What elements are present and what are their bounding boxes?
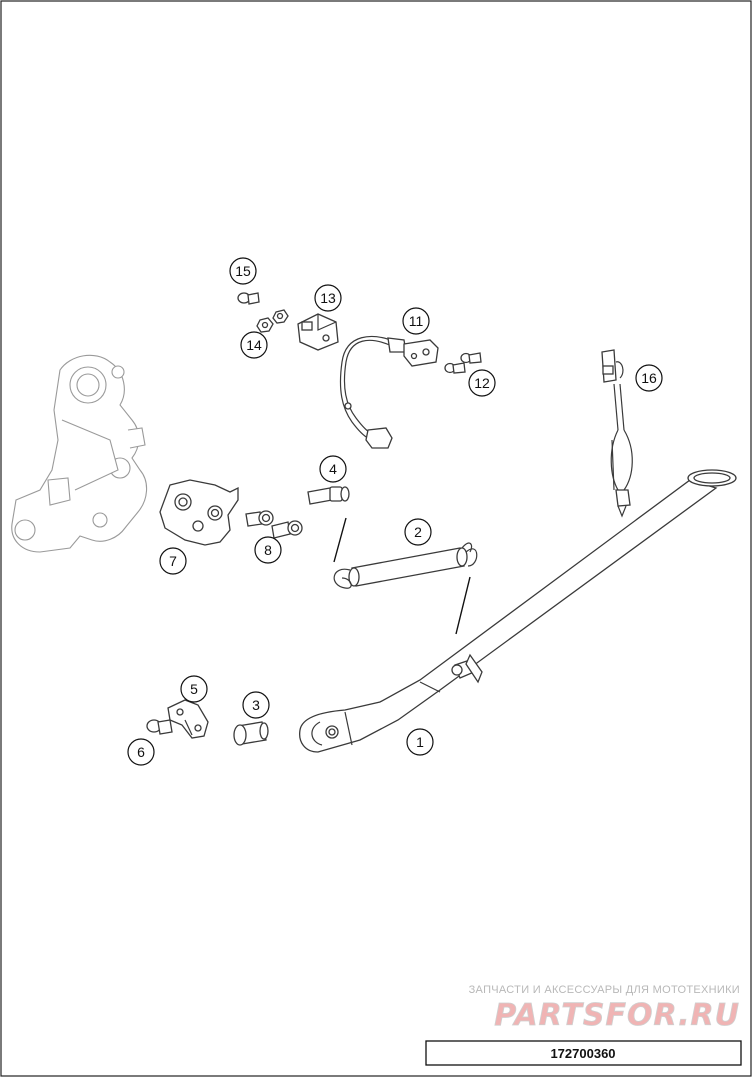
callout-6: 6 [127, 738, 155, 766]
part-6-screw [146, 719, 173, 735]
callout-1-label: 1 [416, 734, 424, 750]
part-13-switch [297, 313, 339, 351]
callout-15: 15 [229, 257, 257, 285]
callout-3-label: 3 [252, 697, 260, 713]
watermark-caption: ЗАПЧАСТИ И АКСЕССУАРЫ ДЛЯ МОТОТЕХНИКИ [469, 984, 740, 996]
callout-7: 7 [159, 547, 187, 575]
callout-11: 11 [402, 307, 430, 335]
part-14-nuts [256, 309, 289, 333]
callout-2: 2 [404, 518, 432, 546]
part-2-spring [333, 542, 478, 589]
part-8-screws [245, 510, 303, 539]
frame-section [11, 354, 148, 553]
part-15-screw [237, 292, 260, 305]
callout-15-label: 15 [235, 263, 251, 279]
part-11-switch-cable [339, 335, 439, 449]
part-5-bracket [167, 699, 209, 739]
doc-number-box: 172700360 [425, 1040, 742, 1066]
callout-13: 13 [314, 284, 342, 312]
doc-number: 172700360 [550, 1046, 615, 1061]
callout-5: 5 [180, 675, 208, 703]
part-16-strap [601, 349, 633, 518]
callout-14: 14 [240, 331, 268, 359]
callout-12: 12 [468, 369, 496, 397]
callout-8-label: 8 [264, 542, 272, 558]
watermark: ЗАПЧАСТИ И АКСЕССУАРЫ ДЛЯ МОТОТЕХНИКИ PA… [469, 984, 740, 1033]
part-3-bushing [233, 721, 269, 746]
callout-2-label: 2 [414, 524, 422, 540]
callout-16: 16 [635, 364, 663, 392]
callout-1: 1 [406, 728, 434, 756]
callout-16-label: 16 [641, 370, 657, 386]
callout-4-label: 4 [329, 461, 337, 477]
callout-6-label: 6 [137, 744, 145, 760]
part-7-bracket [159, 479, 239, 546]
callout-13-label: 13 [320, 290, 336, 306]
callout-12-label: 12 [474, 375, 490, 391]
callout-14-label: 14 [246, 337, 262, 353]
callout-5-label: 5 [190, 681, 198, 697]
callout-11-label: 11 [409, 313, 424, 329]
callout-3: 3 [242, 691, 270, 719]
watermark-logo: PARTSFOR.RU [494, 998, 740, 1033]
callout-8: 8 [254, 536, 282, 564]
part-12-screws [444, 352, 482, 374]
part-1-side-stand [299, 469, 737, 753]
callout-4: 4 [319, 455, 347, 483]
part-4-bolt [307, 486, 350, 505]
leader-lines [333, 517, 471, 635]
callout-7-label: 7 [169, 553, 177, 569]
